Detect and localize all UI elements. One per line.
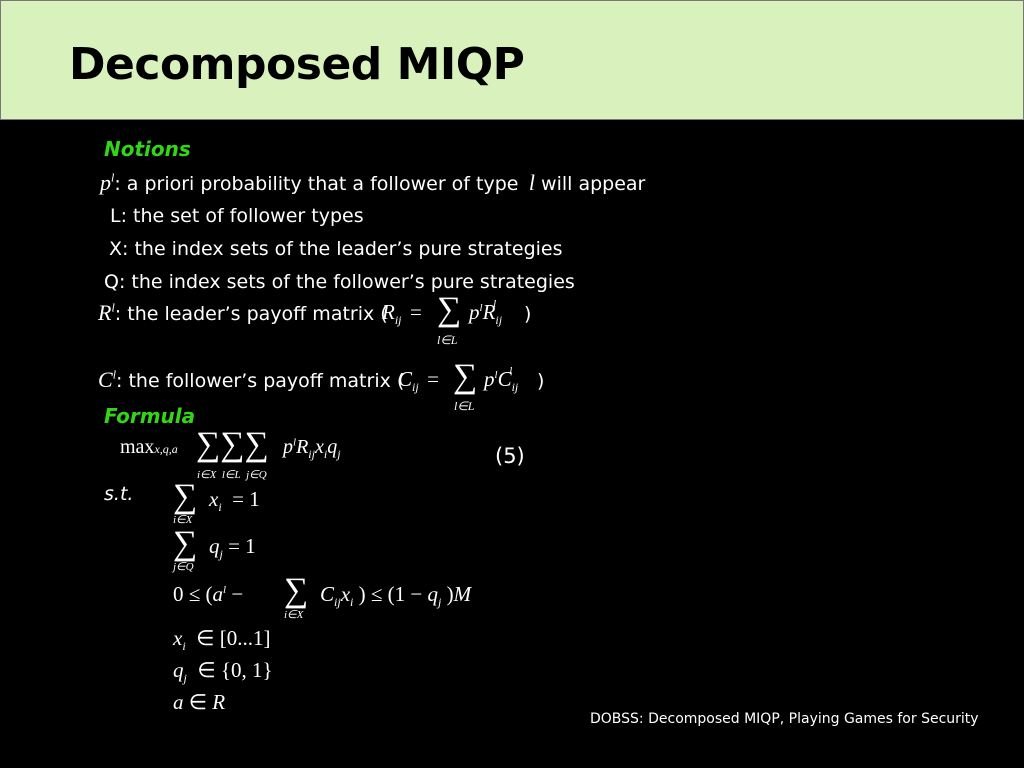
equation-number: (5) xyxy=(495,444,525,468)
constraint-1: xi = 1 xyxy=(209,487,260,515)
R-definition: Rl: the leader’s payoff matrix ( xyxy=(98,300,388,326)
X-definition: X: the index sets of the leader’s pure s… xyxy=(109,238,563,260)
C-formula-close: ) xyxy=(537,370,545,392)
constraint-3-sum: ∑ xyxy=(284,572,309,609)
max-operator: max xyxy=(120,436,155,458)
subject-to-label: s.t. xyxy=(104,483,134,505)
constraint-1-sum: ∑ xyxy=(173,478,198,515)
p-definition: pl: a priori probability that a follower… xyxy=(100,170,645,196)
R-sum: ∑ xyxy=(437,291,462,328)
notions-heading: Notions xyxy=(104,137,191,161)
max-subscript: x,q,a xyxy=(154,442,178,456)
constraint-3-index: i∈X xyxy=(284,609,304,621)
constraint-2: qj = 1 xyxy=(209,534,256,562)
constraint-3-rest: Cijxi ) ≤ (1 − qj )M xyxy=(320,582,472,610)
Q-definition: Q: the index sets of the follower’s pure… xyxy=(104,271,575,293)
R-description: : the leader’s payoff matrix ( xyxy=(114,303,388,325)
formula-heading: Formula xyxy=(104,404,196,428)
C-formula-term: plCijl xyxy=(484,365,519,395)
R-formula-close: ) xyxy=(524,303,532,325)
p-description-start: : a priori probability that a follower o… xyxy=(114,173,519,195)
R-formula: Rij = xyxy=(382,300,422,328)
objective-sum-indices: i∈X l∈L j∈Q xyxy=(197,469,267,481)
title-bar: Decomposed MIQP xyxy=(0,0,1024,120)
constraint-1-index: i∈X xyxy=(173,514,193,526)
L-definition: L: the set of follower types xyxy=(110,205,364,227)
C-sum: ∑ xyxy=(453,358,478,395)
C-symbol: Cl xyxy=(98,367,117,392)
R-symbol: Rl xyxy=(98,300,115,325)
constraint-6: a ∈ R xyxy=(173,690,226,714)
C-description: : the follower’s payoff matrix ( xyxy=(116,370,405,392)
constraint-4: xi ∈ [0...1] xyxy=(173,626,271,654)
p-symbol: pl xyxy=(100,170,115,195)
R-sum-index: l∈L xyxy=(437,333,458,347)
objective-term: plRijxiqj xyxy=(283,436,341,461)
slide-footer: DOBSS: Decomposed MIQP, Playing Games fo… xyxy=(590,711,979,727)
objective: maxx,q,a xyxy=(120,436,178,459)
constraint-5: qj ∈ {0, 1} xyxy=(173,658,273,686)
C-formula: Cij = xyxy=(398,367,439,395)
slide-title: Decomposed MIQP xyxy=(69,39,525,90)
C-sum-index: l∈L xyxy=(454,399,475,413)
C-definition: Cl: the follower’s payoff matrix ( xyxy=(98,367,404,393)
R-formula-term: plRijl xyxy=(469,298,503,328)
objective-sums: ∑∑∑ xyxy=(196,426,269,463)
p-description-end: will appear xyxy=(541,173,646,195)
constraint-2-sum: ∑ xyxy=(173,525,198,562)
constraint-3: 0 ≤ (al − xyxy=(173,582,244,606)
constraint-2-index: j∈Q xyxy=(173,561,194,573)
l-symbol: l xyxy=(528,170,536,195)
